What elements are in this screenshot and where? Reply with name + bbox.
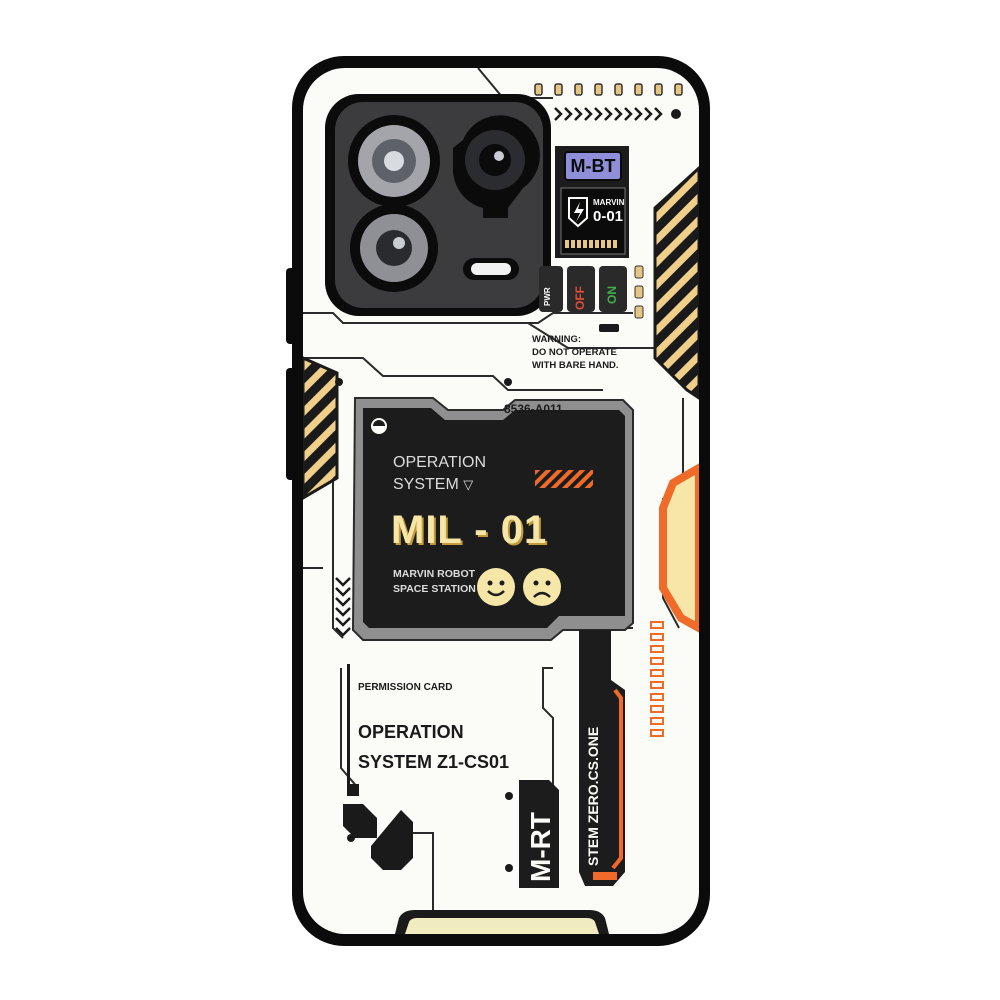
- flash-icon: [463, 258, 519, 280]
- hazard-stripes-right: [653, 165, 699, 400]
- camera-lens-icon: [348, 115, 440, 207]
- chevron-row: [554, 107, 663, 121]
- pwr-switch: [539, 266, 563, 312]
- off-switch: [567, 266, 595, 312]
- screw-icon: [671, 109, 681, 119]
- on-switch: [599, 266, 627, 312]
- camera-lens-icon: [350, 204, 438, 292]
- pwr-label: PWR: [543, 287, 552, 306]
- screen-panel: [363, 408, 625, 628]
- marvin-word: MARVIN: [593, 198, 625, 207]
- robot-line2: SPACE STATION: [393, 583, 476, 595]
- mbt-tag-label: M-BT: [570, 156, 616, 176]
- permission-card-label: PERMISSION CARD: [358, 682, 453, 693]
- barcode-strip: [565, 240, 617, 248]
- side-button-low: [286, 420, 296, 480]
- warning-line-3: WITH BARE HAND.: [532, 360, 619, 371]
- on-label: ON: [605, 286, 619, 304]
- warning-line-1: WARNING:: [532, 334, 582, 345]
- geometric-blocks: [343, 664, 413, 870]
- serial-number: 8536-A011: [504, 402, 563, 416]
- smiley-icon: [477, 568, 515, 606]
- bottom-tab: [405, 918, 599, 934]
- indicator-dots: [534, 83, 683, 96]
- marvin-code: 0-01: [593, 208, 624, 225]
- vertical-system-block: [579, 630, 625, 886]
- hazard-stripes-left: [303, 356, 339, 500]
- vertical-mbt-text: M-RT: [525, 812, 556, 882]
- vertical-mbt-block: [519, 780, 559, 888]
- side-button-top: [286, 268, 296, 344]
- robot-line1: MARVIN ROBOT: [393, 568, 476, 580]
- operation-line1: OPERATION: [358, 722, 464, 742]
- screen-title-line2-text: SYSTEM: [393, 476, 459, 493]
- print-artwork: [303, 68, 699, 934]
- side-button-mid: [286, 368, 296, 468]
- orange-stripe-tag: [535, 470, 593, 488]
- screen-title-line2: SYSTEM ▽: [393, 476, 473, 494]
- triangle-icon: ▽: [463, 477, 474, 492]
- case-back-print: M-BT MARVIN 0-01 PWR OFF ON WARNING: DO …: [303, 68, 699, 934]
- off-label: OFF: [573, 286, 587, 310]
- screen-title-line1: OPERATION: [393, 454, 487, 471]
- orange-hex-block: [659, 463, 699, 633]
- vertical-system-text: STEM ZERO.CS.ONE: [585, 726, 601, 866]
- circuit-lines: [303, 68, 699, 934]
- bolt-shield-icon: [568, 197, 588, 228]
- chevron-column: [335, 577, 351, 637]
- operation-line2: SYSTEM Z1-CS01: [358, 752, 510, 772]
- sad-face-icon: [523, 568, 561, 606]
- warning-line-2: DO NOT OPERATE: [532, 347, 617, 358]
- orange-segment-bar: [650, 621, 664, 737]
- model-name: MIL - 01: [391, 508, 548, 552]
- mbt-tag: [564, 151, 622, 181]
- camera-lens-icon: [452, 115, 540, 218]
